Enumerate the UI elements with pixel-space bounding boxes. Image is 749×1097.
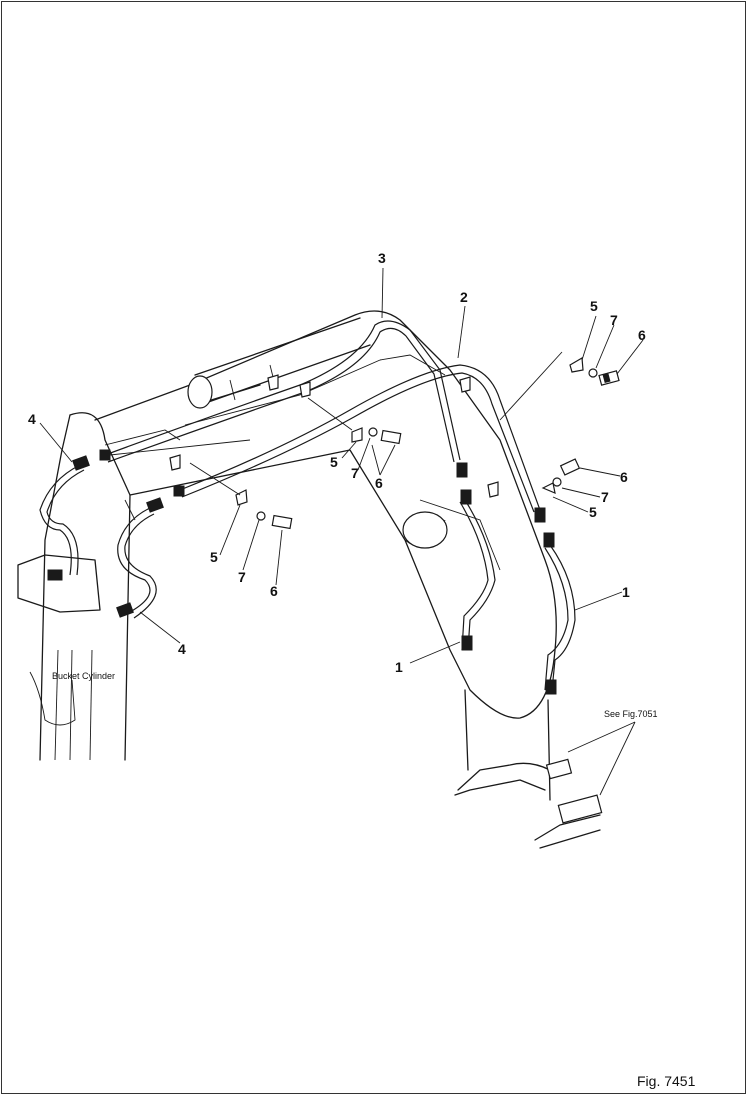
callout-6-left: 6 xyxy=(270,583,278,599)
callout-6-center: 6 xyxy=(375,475,383,491)
boom-cylinder xyxy=(187,317,371,409)
callout-4-bottom: 4 xyxy=(178,641,186,657)
callout-6-mid-right: 6 xyxy=(620,469,628,485)
leader-lines xyxy=(39,267,644,796)
callout-7-center: 7 xyxy=(351,465,359,481)
callout-5-center: 5 xyxy=(330,454,338,470)
callout-2: 2 xyxy=(460,289,468,305)
clamp-set-top-right xyxy=(569,357,620,386)
boom-clamps xyxy=(169,374,499,498)
clamp-set-mid-right xyxy=(541,458,581,494)
see-fig-label: See Fig.7051 xyxy=(604,709,658,719)
callout-7-left: 7 xyxy=(238,569,246,585)
callout-5-mid-right: 5 xyxy=(589,504,597,520)
clamp-set-left xyxy=(235,489,293,530)
figure-label: Fig. 7451 xyxy=(637,1073,696,1089)
hose-2 xyxy=(179,364,541,513)
hose-4-upper xyxy=(39,464,85,576)
callout-7-top-right: 7 xyxy=(610,312,618,328)
clamp-set-center xyxy=(351,427,402,445)
hose-fittings xyxy=(47,449,557,695)
arm-left xyxy=(17,412,251,761)
hose-1-left xyxy=(459,499,496,651)
hose-1-right xyxy=(544,544,576,691)
callout-5-top-right: 5 xyxy=(590,298,598,314)
callout-1-left: 1 xyxy=(395,659,403,675)
callout-1-right: 1 xyxy=(622,584,630,600)
hose-4-lower xyxy=(117,507,157,619)
callout-7-mid-right: 7 xyxy=(601,489,609,505)
arm-lower-right xyxy=(454,689,603,849)
callout-4-top: 4 xyxy=(28,411,36,427)
callout-5-left: 5 xyxy=(210,549,218,565)
callout-3: 3 xyxy=(378,250,386,266)
bucket-cylinder-label: Bucket Cylinder xyxy=(52,671,115,681)
hose-3 xyxy=(104,320,461,463)
callout-6-top-right: 6 xyxy=(638,327,646,343)
